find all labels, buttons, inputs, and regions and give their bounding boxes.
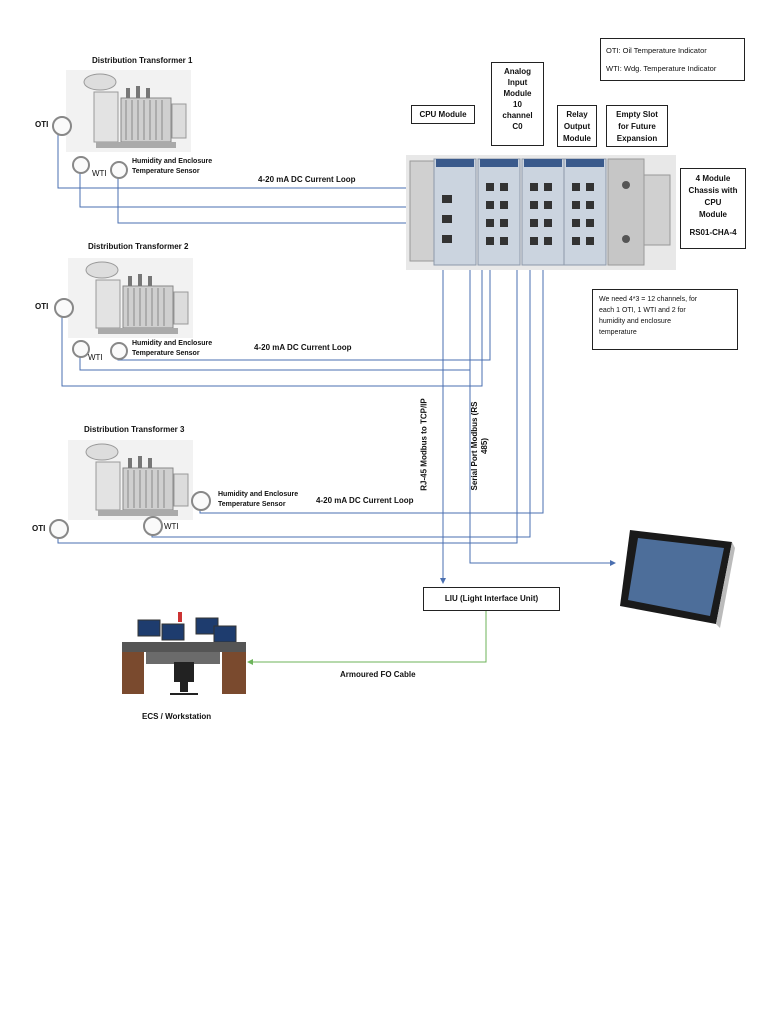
rj45-label: RJ-45 Modbus to TCP/IP [419, 398, 429, 491]
sensor-gauge-icon [110, 161, 128, 179]
wti-gauge-icon [143, 516, 163, 536]
t2-wti-label: WTI [88, 353, 103, 362]
t3-oti-wire [57, 240, 518, 544]
rj45-line [438, 257, 446, 584]
t2-oti-label: OTI [35, 302, 49, 311]
t3-loop-label: 4-20 mA DC Current Loop [316, 496, 414, 505]
t2-oti-wire [61, 240, 483, 387]
legend-box: OTI: Oil Temperature Indicator WTI: Wdg.… [600, 38, 745, 81]
t3-wti-label: WTI [164, 522, 179, 531]
serial-line [469, 240, 616, 566]
t1-oti-wire [57, 135, 430, 189]
tablet-icon [620, 530, 735, 628]
t3-oti-label: OTI [32, 524, 46, 533]
transformer-1-title: Distribution Transformer 1 [92, 56, 193, 65]
cpu-module-label: CPU Module [411, 105, 475, 124]
ecs-label: ECS / Workstation [142, 712, 212, 721]
legend-wti: WTI: Wdg. Temperature Indicator [606, 64, 717, 73]
sensor-gauge-icon [191, 491, 211, 511]
fo-cable-label: Armoured FO Cable [340, 670, 416, 679]
t1-wti-label: WTI [92, 169, 107, 178]
oti-gauge-icon [54, 298, 74, 318]
t2-loop-label: 4-20 mA DC Current Loop [254, 343, 352, 352]
plc-chassis-image [406, 155, 676, 270]
legend-oti: OTI: Oil Temperature Indicator [606, 46, 707, 55]
transformer-1-image [66, 70, 191, 152]
liu-box: LIU (Light Interface Unit) [423, 587, 560, 611]
t1-sensor-wire [117, 170, 430, 224]
sensor-gauge-icon [110, 342, 128, 360]
oti-gauge-icon [49, 519, 69, 539]
transformer-2-image [68, 258, 193, 338]
wti-gauge-icon [72, 156, 90, 174]
transformer-2-title: Distribution Transformer 2 [88, 242, 189, 251]
t1-loop-label: 4-20 mA DC Current Loop [258, 175, 356, 184]
transformer-3-image [68, 440, 193, 520]
wti-gauge-icon [72, 340, 90, 358]
t3-sensor-wire [199, 240, 544, 514]
transformer-3-title: Distribution Transformer 3 [84, 425, 185, 434]
workstation-icon [122, 612, 246, 695]
t1-wti-wire [79, 165, 430, 208]
t1-oti-label: OTI [35, 120, 49, 129]
fo-cable-line [247, 610, 487, 665]
oti-gauge-icon [52, 116, 72, 136]
